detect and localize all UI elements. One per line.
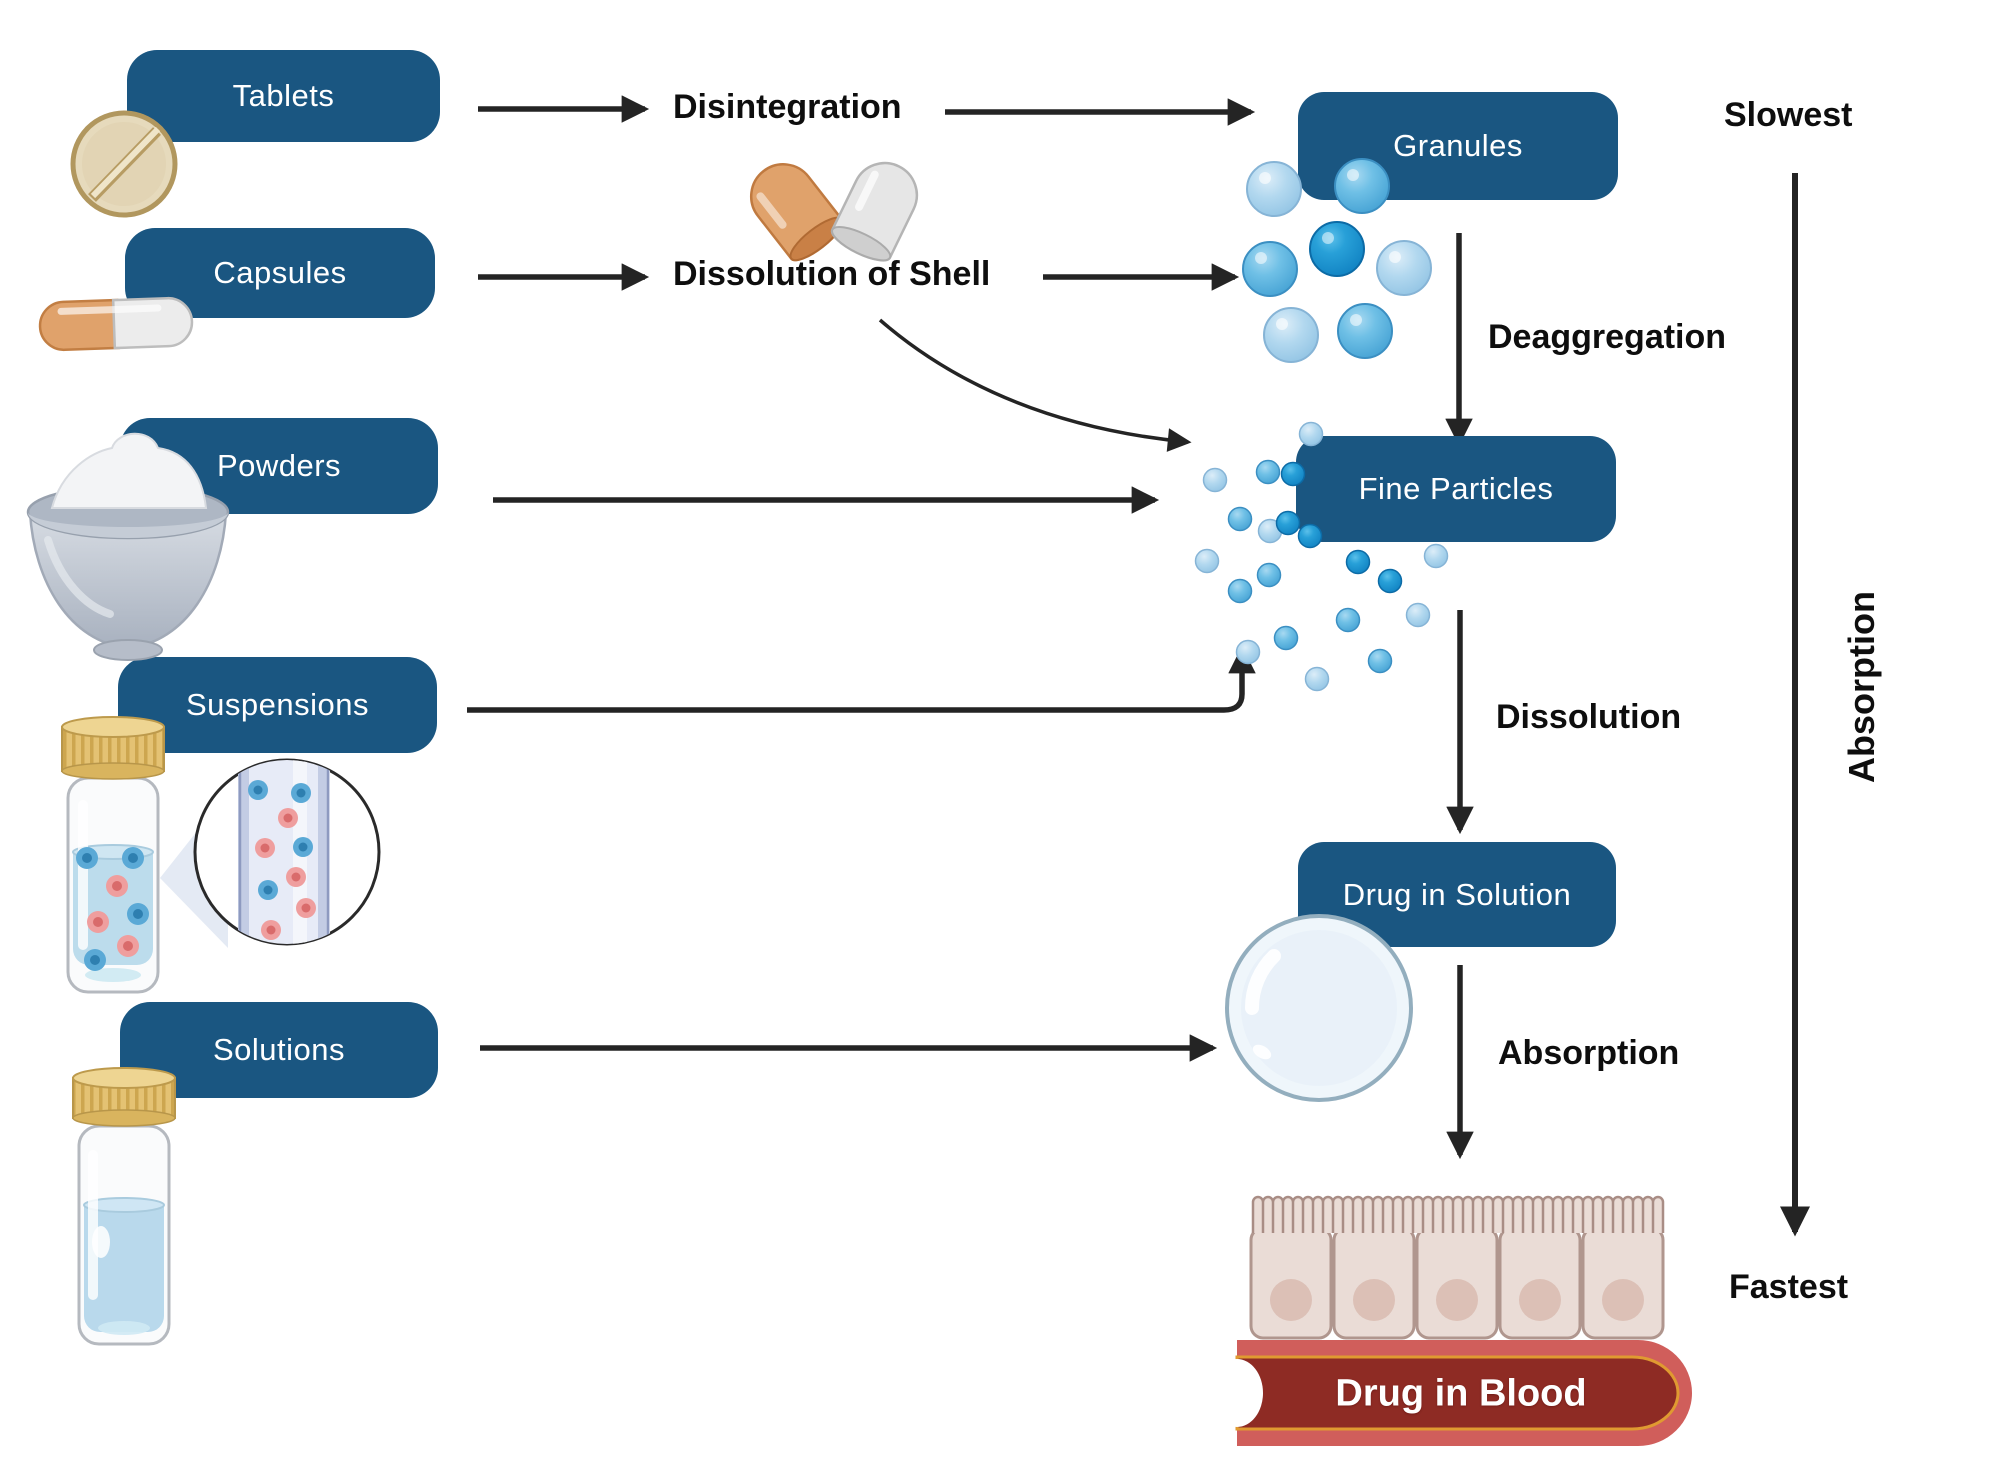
suspension-particles: [76, 847, 149, 971]
solution-bubble-icon: [1225, 914, 1413, 1102]
open-capsule-icon: [750, 161, 919, 262]
suspension-vial-icon: [61, 716, 165, 994]
node-tablets-label: Tablets: [232, 78, 335, 113]
suspension-magnifier-icon: [160, 758, 381, 948]
magnified-particles: [248, 780, 316, 940]
drug-in-blood-label: Drug in Blood: [1335, 1372, 1587, 1415]
microvilli-icon: [1251, 1195, 1665, 1233]
process-disintegration-label: Disintegration: [673, 88, 902, 126]
node-solutions-label: Solutions: [212, 1032, 346, 1067]
node-capsules-label: Capsules: [213, 255, 347, 290]
intestinal-epithelium-icon: [1249, 1195, 1665, 1340]
process-dissolution-of-shell-label: Dissolution of Shell: [673, 255, 991, 293]
node-suspensions: Suspensions: [118, 657, 437, 753]
node-fine-particles-label: Fine Particles: [1358, 471, 1554, 506]
arrow-suspensions-to-fine-particles: [467, 645, 1256, 713]
arrow-shell-curved-to-fine-particles: [878, 318, 1192, 452]
tablet-icon: [70, 110, 178, 218]
node-suspensions-label: Suspensions: [185, 687, 369, 722]
rate-axis-absorption-label: Absorption: [1841, 591, 1882, 783]
fine-particles-icon: [1194, 421, 1449, 692]
rate-slowest-label: Slowest: [1724, 96, 1853, 134]
node-powders-label: Powders: [216, 448, 342, 483]
capsule-icon: [38, 296, 194, 352]
granule-cluster-icon: [1242, 158, 1432, 363]
powder-bowl-icon: [26, 432, 230, 661]
node-fine-particles: Fine Particles: [1296, 436, 1616, 542]
node-drug-in-solution-label: Drug in Solution: [1342, 876, 1572, 912]
cell-nuclei: [1270, 1279, 1644, 1321]
process-deaggregation-label: Deaggregation: [1488, 318, 1727, 356]
process-absorption-label: Absorption: [1498, 1034, 1680, 1072]
node-granules-label: Granules: [1393, 128, 1523, 163]
node-tablets: Tablets: [127, 50, 440, 142]
blood-vessel-icon: [1211, 1340, 1692, 1446]
solution-vial-icon: [72, 1067, 176, 1346]
rate-fastest-label: Fastest: [1729, 1268, 1849, 1306]
process-dissolution-label: Dissolution: [1496, 698, 1682, 736]
